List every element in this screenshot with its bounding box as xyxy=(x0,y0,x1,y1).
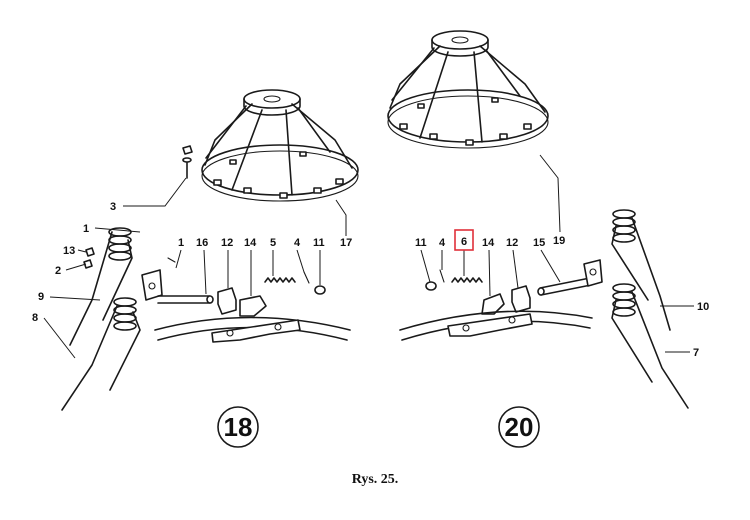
label-19: 19 xyxy=(553,235,565,247)
right-assembly: 11 4 6 14 12 15 19 10 7 20 xyxy=(387,30,709,448)
rotor-cage-17 xyxy=(201,89,359,202)
label-4: 4 xyxy=(439,237,446,249)
label-14: 14 xyxy=(482,237,495,249)
curved-arm xyxy=(154,316,351,343)
block-12 xyxy=(217,287,237,315)
spring-tine-7 xyxy=(611,283,689,409)
leader-4 xyxy=(296,249,305,273)
assembly-number-20: 20 xyxy=(505,412,534,442)
label-8: 8 xyxy=(32,312,38,324)
label-11: 11 xyxy=(415,237,427,249)
leader-12 xyxy=(512,249,519,289)
label-13: 13 xyxy=(63,245,75,257)
figure-caption: Rys. 25. xyxy=(351,472,399,487)
shaft-16 xyxy=(157,295,214,304)
spring-tine-10 xyxy=(611,209,671,331)
spring-6 xyxy=(451,277,483,283)
leader-19 xyxy=(539,154,561,233)
label-15: 15 xyxy=(533,237,545,249)
nut-13 xyxy=(85,247,95,257)
pin-4 xyxy=(439,269,445,283)
bracket-14 xyxy=(239,295,267,317)
leader-9 xyxy=(49,296,101,301)
label-10: 10 xyxy=(697,301,709,313)
nut-11 xyxy=(425,281,437,291)
leader-1-side xyxy=(94,227,141,233)
leader-17 xyxy=(335,199,347,236)
label-3: 3 xyxy=(110,201,116,213)
label-11: 11 xyxy=(313,237,325,249)
leader-13 xyxy=(77,249,87,253)
block-12 xyxy=(511,285,531,313)
nut-11 xyxy=(314,285,326,295)
leader-3 xyxy=(123,177,187,207)
spring-5 xyxy=(264,277,296,283)
assembly-number-18: 18 xyxy=(224,412,253,442)
label-14: 14 xyxy=(244,237,257,249)
bolt-3 xyxy=(182,145,193,179)
left-assembly: 3 1 13 2 9 8 1 16 12 14 5 4 11 17 18 xyxy=(32,89,359,448)
shaft-15 xyxy=(537,259,603,296)
leader-2 xyxy=(65,263,87,271)
bracket-14 xyxy=(481,293,505,315)
label-5: 5 xyxy=(270,237,276,249)
label-12: 12 xyxy=(221,237,233,249)
label-1-side: 1 xyxy=(83,223,89,235)
curved-arm xyxy=(399,310,593,341)
label-6: 6 xyxy=(461,236,467,248)
label-4: 4 xyxy=(294,237,301,249)
label-17: 17 xyxy=(340,237,352,249)
leader-11 xyxy=(420,249,431,283)
leader-15 xyxy=(540,249,561,283)
spring-tine-9 xyxy=(69,227,133,346)
rotor-cage-19 xyxy=(387,30,549,149)
pin-4 xyxy=(303,271,310,284)
clamp-plate-1 xyxy=(141,257,176,301)
leader-8 xyxy=(43,317,76,359)
label-12: 12 xyxy=(506,237,518,249)
washer-2 xyxy=(83,259,93,269)
highlight-box-6 xyxy=(454,229,474,251)
label-7: 7 xyxy=(693,347,699,359)
spring-tine-8 xyxy=(61,297,141,411)
label-1-top: 1 xyxy=(178,237,184,249)
label-16: 16 xyxy=(196,237,208,249)
leader-14 xyxy=(488,249,491,297)
assembly-number-circle-20 xyxy=(498,406,540,448)
label-2: 2 xyxy=(55,265,61,277)
assembly-number-circle-18 xyxy=(217,406,259,448)
label-9: 9 xyxy=(38,291,44,303)
leader-1-top xyxy=(175,249,182,269)
leader-16 xyxy=(203,249,207,295)
